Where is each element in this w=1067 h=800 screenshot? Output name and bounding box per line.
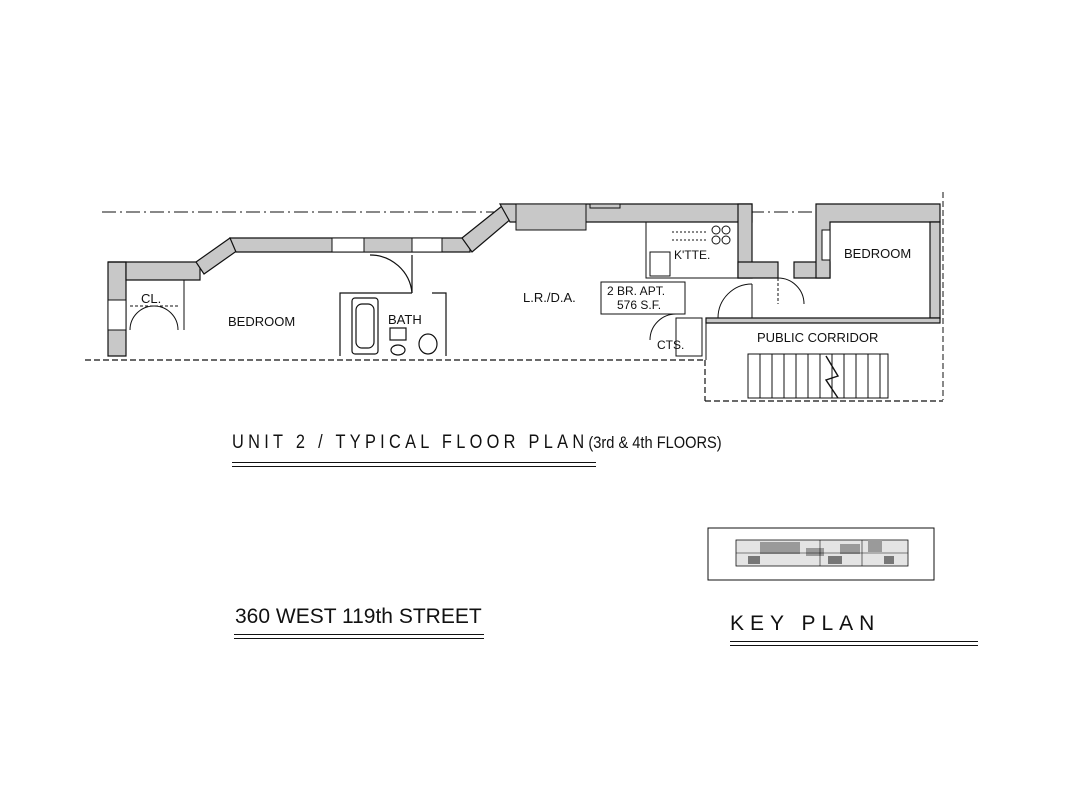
address-underline-1 — [234, 634, 484, 635]
plan-title-sub: (3rd & 4th FLOORS) — [588, 433, 722, 452]
building-address: 360 WEST 119th STREET — [235, 605, 482, 628]
key-plan-underline-1 — [730, 641, 978, 642]
plan-title-underline-1 — [232, 462, 596, 463]
stairs — [747, 353, 889, 399]
windows — [107, 203, 831, 331]
closet-label: CL. — [141, 291, 161, 306]
kitchen — [645, 221, 739, 279]
apartment-tag-box — [600, 281, 686, 315]
apartment-type: 2 BR. APT. — [607, 284, 665, 298]
bedroom-right-label: BEDROOM — [844, 246, 911, 261]
bedroom-left-label: BEDROOM — [228, 314, 295, 329]
bath-label: BATH — [388, 312, 422, 327]
key-plan-underline-2 — [730, 645, 978, 646]
key-plan-title: KEY PLAN — [730, 612, 881, 635]
key-plan-thumbnail — [707, 527, 935, 581]
public-corridor-label: PUBLIC CORRIDOR — [757, 330, 878, 345]
apartment-area: 576 S.F. — [617, 298, 661, 312]
plan-title-underline-2 — [232, 466, 596, 467]
bath — [339, 254, 447, 356]
plan-title: UNIT 2 / TYPICAL FLOOR PLAN(3rd & 4th FL… — [232, 432, 722, 454]
cts-label: CTS. — [657, 338, 684, 352]
kitchen-label: K'TTE. — [674, 248, 710, 262]
plan-title-main: UNIT 2 / TYPICAL FLOOR PLAN — [232, 432, 589, 453]
living-dining-label: L.R./D.A. — [523, 290, 576, 305]
address-underline-2 — [234, 638, 484, 639]
closet — [126, 279, 185, 331]
